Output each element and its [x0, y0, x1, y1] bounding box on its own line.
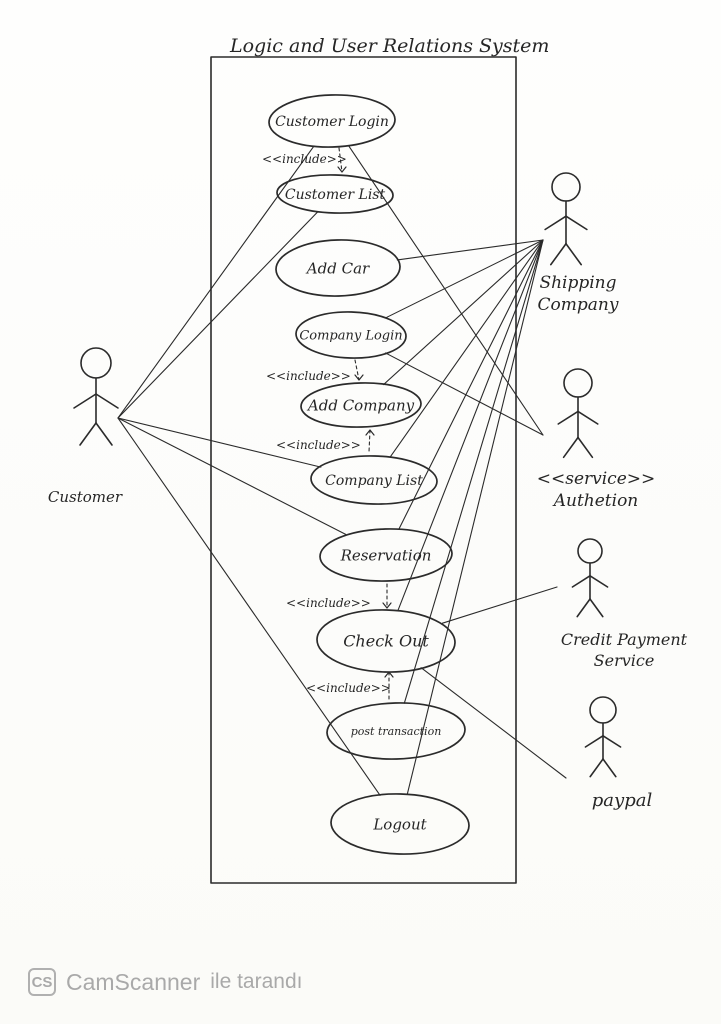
camscanner-logo-icon: CS — [28, 968, 56, 996]
watermark-suffix: ile tarandı — [210, 970, 303, 993]
include-label: <<include>> — [306, 681, 391, 695]
use-case-reservation[interactable]: Reservation — [319, 527, 453, 582]
association-customer-company-list — [117, 417, 322, 468]
association-shipping-logout — [406, 239, 544, 795]
actor-stick-figure-icon — [544, 172, 588, 266]
use-case-ellipse — [330, 793, 470, 855]
association-shipping-reservation — [398, 239, 544, 531]
use-case-label: Logout — [372, 815, 427, 833]
use-case-ellipse — [276, 174, 394, 214]
association-shipping-company-list — [389, 239, 544, 458]
include-label: <<include>> — [262, 152, 347, 166]
system-title: Logic and User Relations System — [229, 35, 549, 57]
actor-label: Shipping — [539, 273, 616, 293]
association-auth-customer-login — [348, 145, 544, 436]
use-case-company-list[interactable]: Company List — [310, 454, 438, 505]
association-shipping-company-login — [385, 239, 544, 318]
actor-label: Authetion — [552, 491, 639, 511]
use-case-label: Add Company — [306, 396, 415, 414]
use-case-label: Customer List — [285, 187, 386, 203]
use-case-ellipse — [268, 94, 396, 148]
association-credit-check-out — [441, 586, 558, 624]
include-company-login-add-company: <<include>> — [266, 359, 364, 383]
actor-label: Service — [594, 651, 655, 670]
include-arrowhead-icon — [382, 602, 392, 609]
use-case-ellipse — [319, 528, 453, 582]
watermark-brand: CamScanner — [66, 968, 201, 995]
use-case-customer-login[interactable]: Customer Login — [268, 93, 396, 148]
actor-stick-figure-icon — [73, 347, 119, 446]
actor-stick-figure-icon — [571, 538, 609, 618]
use-case-ellipse — [275, 239, 401, 297]
use-case-label: Company Login — [299, 329, 402, 344]
use-case-ellipse — [295, 311, 407, 359]
use-case-label: Check Out — [343, 632, 429, 651]
include-arrow-line — [368, 429, 371, 453]
association-shipping-add-company — [382, 239, 544, 386]
use-case-label: Reservation — [340, 546, 432, 564]
use-case-add-car[interactable]: Add Car — [275, 238, 401, 297]
include-label: <<include>> — [286, 596, 371, 610]
include-arrow-line — [338, 147, 343, 173]
include-label: <<include>> — [276, 438, 361, 452]
use-case-label: post transaction — [351, 725, 442, 738]
actor-customer[interactable]: Customer — [48, 347, 123, 506]
association-shipping-add-car — [396, 239, 544, 261]
include-customer-login-customer-list: <<include>> — [262, 147, 347, 173]
system-boundary — [210, 56, 517, 884]
include-arrowhead-icon — [337, 166, 347, 173]
actor-label: paypal — [592, 790, 653, 811]
use-case-ellipse — [316, 609, 456, 673]
include-label: <<include>> — [266, 369, 351, 383]
use-case-label: Company List — [325, 473, 423, 489]
use-case-logout[interactable]: Logout — [330, 792, 470, 856]
use-case-company-login[interactable]: Company Login — [295, 311, 407, 360]
actor-label: Customer — [48, 488, 123, 506]
actor-stick-figure-icon — [557, 368, 599, 459]
use-case-post-transaction[interactable]: post transaction — [326, 701, 466, 761]
actor-label: Credit Payment — [561, 630, 688, 649]
use-case-check-out[interactable]: Check Out — [316, 608, 456, 674]
association-shipping-post-transaction — [403, 239, 544, 704]
camscanner-watermark: CS CamScanner ile tarandı — [28, 962, 302, 1002]
association-customer-customer-login — [117, 145, 315, 419]
actor-auth[interactable]: <<service>>Authetion — [537, 368, 656, 511]
use-case-ellipse — [300, 382, 422, 428]
include-reservation-check-out: <<include>> — [286, 583, 392, 610]
use-case-label: Customer Login — [275, 114, 389, 130]
actor-stick-figure-icon — [584, 696, 622, 778]
include-add-company-company-list: <<include>> — [276, 429, 375, 453]
association-customer-customer-list — [117, 211, 319, 419]
use-case-customer-list[interactable]: Customer List — [276, 173, 394, 214]
use-case-add-company[interactable]: Add Company — [300, 381, 422, 428]
include-arrowhead-icon — [365, 429, 375, 436]
actor-label: Company — [538, 295, 619, 315]
association-customer-logout — [117, 417, 381, 796]
association-shipping-check-out — [397, 239, 544, 612]
association-customer-reservation — [117, 417, 347, 535]
include-arrowhead-icon — [354, 374, 364, 381]
use-case-ellipse — [310, 455, 438, 505]
actor-paypal[interactable]: paypal — [584, 696, 653, 811]
actor-label: <<service>> — [537, 469, 656, 489]
use-case-ellipse — [326, 702, 466, 760]
include-check-out-post-transaction: <<include>> — [306, 671, 394, 701]
use-case-label: Add Car — [305, 259, 370, 277]
association-paypal-check-out — [420, 667, 567, 779]
include-arrow-line — [354, 359, 360, 381]
association-auth-company-login — [384, 352, 544, 436]
